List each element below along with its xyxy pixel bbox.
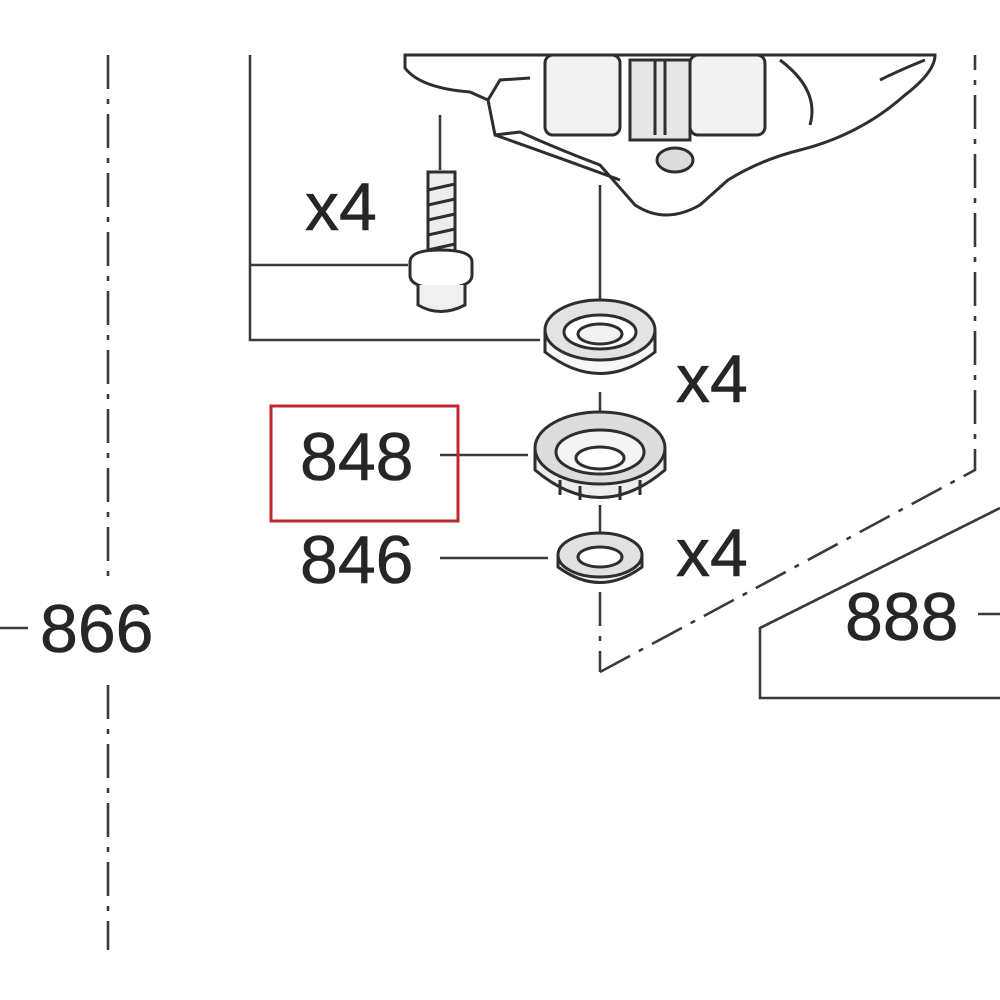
screw-quantity-label: x4 <box>305 169 377 245</box>
housing-888-bracket <box>758 506 1000 700</box>
gear-housing <box>403 53 937 217</box>
screw-icon <box>408 115 474 313</box>
housing-888-outline <box>599 55 977 674</box>
bearing-part-848-label: 848 <box>300 419 413 495</box>
washer-part-846-label: 846 <box>300 522 413 598</box>
seal-ring-quantity-label: x4 <box>676 341 748 417</box>
washer-846-icon <box>556 531 644 584</box>
part-848-highlight-box <box>269 404 460 523</box>
group-bracket <box>248 55 540 342</box>
assembly-part-866-label: 866 <box>40 591 153 667</box>
housing-part-888-label: 888 <box>845 579 958 655</box>
seal-ring-icon <box>543 298 657 375</box>
bearing-848-icon <box>533 410 667 500</box>
washer-quantity-label: x4 <box>676 515 748 591</box>
